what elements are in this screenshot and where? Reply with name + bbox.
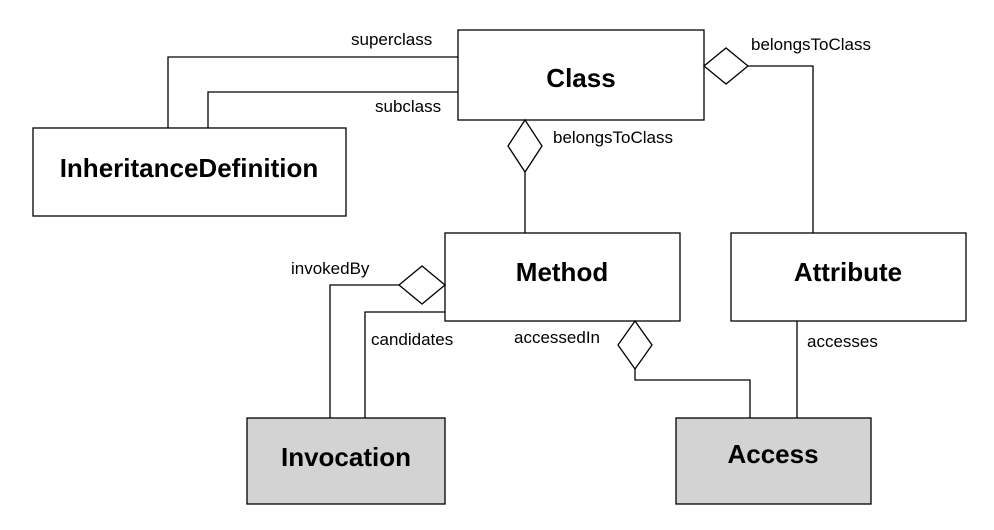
class-box-inheritance-definition[interactable]: InheritanceDefinition <box>32 127 347 217</box>
accessed-in-line <box>634 368 751 418</box>
access-method-aggregation-diamond <box>617 319 653 371</box>
role-label-accessed-in: accessedIn <box>514 328 600 347</box>
class-box-inheritance-rect <box>32 127 347 217</box>
role-label-accesses: accesses <box>807 332 878 351</box>
class-name-inheritance-definition: InheritanceDefinition <box>60 153 319 183</box>
class-box-invocation-rect <box>246 417 446 505</box>
class-box-class[interactable]: Class <box>457 29 705 121</box>
role-label-superclass: superclass <box>351 30 432 49</box>
invoked-by-line <box>329 284 399 418</box>
class-name-class: Class <box>546 63 615 93</box>
class-box-method[interactable]: Method <box>444 232 681 322</box>
class-name-access: Access <box>727 439 818 469</box>
class-box-attribute[interactable]: Attribute <box>730 232 967 322</box>
role-label-method-belongs-to-class: belongsToClass <box>553 128 673 147</box>
role-label-invoked-by: invokedBy <box>291 259 370 278</box>
class-box-access-rect <box>675 417 872 505</box>
association-lines <box>167 56 814 418</box>
role-label-subclass: subclass <box>375 97 441 116</box>
method-class-aggregation-diamond <box>507 118 543 174</box>
class-name-attribute: Attribute <box>794 257 902 287</box>
class-box-invocation[interactable]: Invocation <box>246 417 446 505</box>
class-box-attribute-rect <box>730 232 967 322</box>
attribute-belongs-to-class-line <box>748 65 814 233</box>
superclass-line <box>167 56 458 128</box>
class-box-access[interactable]: Access <box>675 417 872 505</box>
subclass-line <box>207 91 458 128</box>
class-name-method: Method <box>516 257 608 287</box>
role-label-candidates: candidates <box>371 330 453 349</box>
aggregation-diamonds <box>397 47 750 371</box>
attribute-class-aggregation-diamond <box>702 47 750 85</box>
role-labels: superclass subclass belongsToClass belon… <box>291 30 878 351</box>
class-box-class-rect <box>457 29 705 121</box>
class-name-invocation: Invocation <box>281 442 411 472</box>
candidates-line <box>364 311 445 418</box>
invocation-method-aggregation-diamond <box>397 265 447 305</box>
class-box-method-rect <box>444 232 681 322</box>
role-label-attribute-belongs-to-class: belongsToClass <box>751 35 871 54</box>
